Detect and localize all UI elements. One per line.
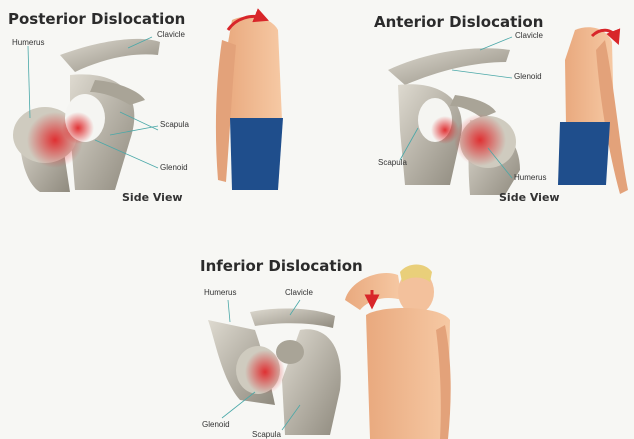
posterior-title: Posterior Dislocation bbox=[8, 10, 185, 28]
inferior-shoulder-bones bbox=[208, 309, 341, 435]
posterior-glenoid-label: Glenoid bbox=[160, 163, 188, 172]
inferior-humerus-label: Humerus bbox=[204, 288, 236, 297]
posterior-clavicle-label: Clavicle bbox=[157, 30, 185, 39]
anterior-side-view-label: Side View bbox=[499, 191, 560, 204]
posterior-humerus-label: Humerus bbox=[12, 38, 44, 47]
anterior-clavicle-label: Clavicle bbox=[515, 31, 543, 40]
anterior-humerus-label: Humerus bbox=[514, 173, 546, 182]
anterior-side-view-figure bbox=[558, 27, 628, 194]
inferior-figure bbox=[345, 265, 451, 439]
anterior-title: Anterior Dislocation bbox=[374, 13, 543, 31]
posterior-scapula-label: Scapula bbox=[160, 120, 189, 129]
posterior-shoulder-bones bbox=[13, 39, 160, 192]
anterior-scapula-label: Scapula bbox=[378, 158, 407, 167]
posterior-side-view-label: Side View bbox=[122, 191, 183, 204]
inferior-scapula-label: Scapula bbox=[252, 430, 281, 439]
inferior-title: Inferior Dislocation bbox=[200, 257, 363, 275]
inferior-clavicle-label: Clavicle bbox=[285, 288, 313, 297]
anterior-glenoid-label: Glenoid bbox=[514, 72, 542, 81]
posterior-side-view-figure bbox=[216, 16, 283, 190]
inferior-glenoid-label: Glenoid bbox=[202, 420, 230, 429]
